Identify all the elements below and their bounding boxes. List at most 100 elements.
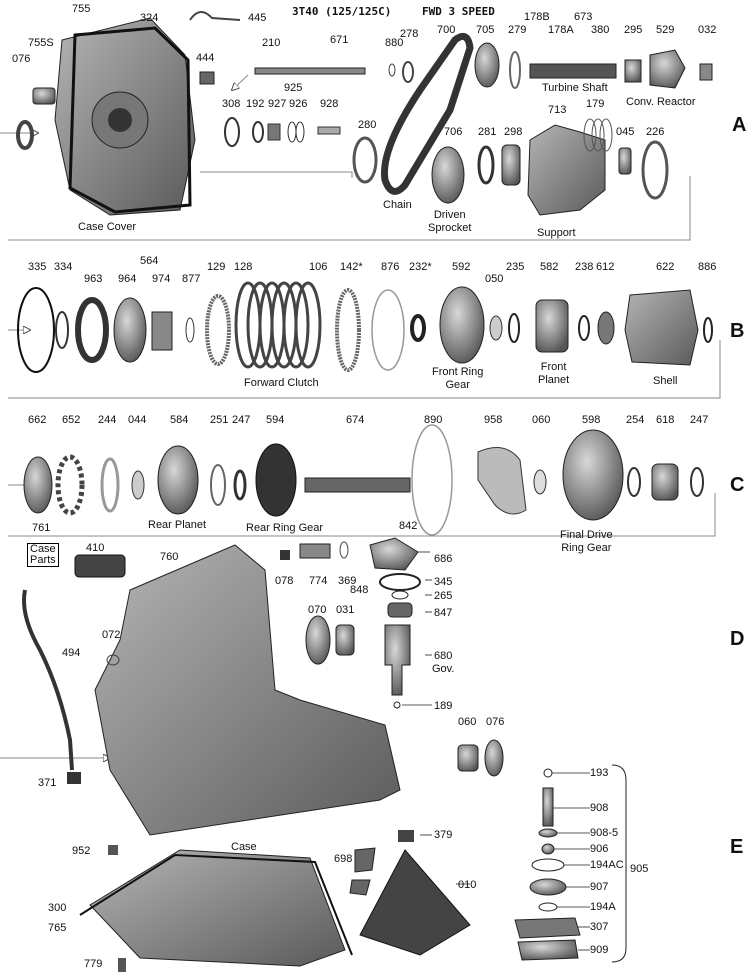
front-planet-shape bbox=[535, 299, 569, 353]
part-label: 612 bbox=[596, 261, 615, 273]
part-280-shape bbox=[352, 136, 378, 184]
section-label-e: E bbox=[730, 836, 744, 858]
part-142-shape bbox=[335, 288, 361, 372]
part-label: 494 bbox=[62, 647, 81, 659]
part-652-shape bbox=[55, 454, 85, 516]
part-label: 847 bbox=[434, 607, 453, 619]
part-189-shape bbox=[393, 701, 401, 709]
part-label: 265 bbox=[434, 590, 453, 602]
case-cover-part bbox=[54, 17, 196, 216]
part-369-shape bbox=[339, 541, 349, 559]
part-label: 925 bbox=[284, 82, 303, 94]
part-078-shape bbox=[280, 550, 290, 560]
support-shape bbox=[527, 124, 606, 216]
part-label: 761 bbox=[32, 522, 51, 534]
part-label: 379 bbox=[434, 829, 453, 841]
part-247b-shape bbox=[690, 467, 704, 497]
part-958-shape bbox=[477, 447, 527, 515]
part-label: 076 bbox=[486, 716, 505, 728]
caption-chain: Chain bbox=[383, 199, 412, 211]
caption-front-ring-gear: Front Ring Gear bbox=[432, 366, 484, 391]
caption-shell: Shell bbox=[653, 375, 678, 387]
oil-pan-300-shape bbox=[89, 849, 346, 967]
part-label: 380 bbox=[591, 24, 610, 36]
conv-reactor-shape bbox=[649, 49, 686, 89]
part-371-shape bbox=[67, 772, 81, 784]
part-335-shape bbox=[17, 287, 55, 373]
part-612-shape bbox=[597, 311, 615, 345]
part-label: 848 bbox=[350, 584, 369, 596]
part-050-shape bbox=[489, 315, 503, 341]
part-label: 774 bbox=[309, 575, 328, 587]
part-label: 444 bbox=[196, 52, 215, 64]
caption-case-cover: Case Cover bbox=[78, 221, 137, 233]
part-label: 662 bbox=[28, 414, 47, 426]
section-label-c: C bbox=[730, 474, 745, 496]
part-label: 192 bbox=[246, 98, 265, 110]
part-label: 334 bbox=[54, 261, 73, 273]
part-label: 890 bbox=[424, 414, 443, 426]
part-label: 618 bbox=[656, 414, 675, 426]
part-label: 755S bbox=[28, 37, 54, 49]
part-label: 700 bbox=[437, 24, 456, 36]
part-label: 045 bbox=[616, 126, 635, 138]
part-410-shape bbox=[74, 554, 126, 578]
part-label: 906 bbox=[590, 843, 609, 855]
dipstick-494-shape bbox=[22, 589, 74, 771]
part-label: 238 bbox=[575, 261, 594, 273]
part-876-shape bbox=[371, 289, 405, 371]
part-label: 280 bbox=[358, 119, 377, 131]
part-label: 582 bbox=[540, 261, 559, 273]
main-case-shape bbox=[94, 544, 401, 836]
leader-lines bbox=[402, 551, 590, 951]
part-334-shape bbox=[55, 311, 69, 349]
flow-lines bbox=[0, 74, 721, 758]
part-964-shape bbox=[113, 297, 147, 363]
part-032-shape bbox=[699, 63, 713, 81]
part-label: 281 bbox=[478, 126, 497, 138]
part-label: 877 bbox=[182, 273, 201, 285]
part-label: 673 bbox=[574, 11, 593, 23]
part-label: 713 bbox=[548, 104, 567, 116]
part-label: 598 bbox=[582, 414, 601, 426]
part-label: 779 bbox=[84, 958, 103, 970]
shell-shape bbox=[624, 289, 699, 366]
part-label: 445 bbox=[248, 12, 267, 24]
part-label: 880 bbox=[385, 37, 404, 49]
diagram-subtitle: FWD 3 SPEED bbox=[422, 5, 495, 18]
part-877-shape bbox=[185, 317, 195, 343]
part-label: 244 bbox=[98, 414, 117, 426]
part-label: 050 bbox=[485, 273, 504, 285]
part-label: 671 bbox=[330, 34, 349, 46]
part-label: 032 bbox=[698, 24, 717, 36]
part-445-shape bbox=[189, 11, 241, 21]
part-label: 308 bbox=[222, 98, 241, 110]
part-060a-shape bbox=[533, 469, 547, 495]
part-890-shape bbox=[411, 424, 453, 536]
caption-rear-planet: Rear Planet bbox=[148, 519, 207, 531]
part-label: 652 bbox=[62, 414, 81, 426]
part-235-shape bbox=[508, 313, 520, 343]
section-label-a: A bbox=[732, 114, 747, 136]
part-070-shape bbox=[305, 615, 331, 665]
caption-final-drive-ring-gear: Final Drive Ring Gear bbox=[560, 529, 613, 554]
part-label: 324 bbox=[140, 12, 159, 24]
part-label: 410 bbox=[86, 542, 105, 554]
caption-rear-ring-gear: Rear Ring Gear bbox=[246, 522, 324, 534]
part-label: 031 bbox=[336, 604, 355, 616]
filter-010-shape bbox=[359, 849, 471, 956]
bracket-905 bbox=[611, 764, 627, 963]
part-label: 128 bbox=[234, 261, 253, 273]
part-label: 178B bbox=[524, 11, 550, 23]
part-072-shape bbox=[106, 654, 120, 666]
part-265-shape bbox=[391, 590, 409, 600]
part-label: 194A bbox=[590, 901, 616, 913]
part-label: 254 bbox=[626, 414, 645, 426]
part-label: 964 bbox=[118, 273, 137, 285]
part-179-shape bbox=[583, 118, 613, 152]
caption-front-planet: Front Planet bbox=[538, 361, 570, 386]
part-label: 235 bbox=[506, 261, 525, 273]
driven-sprocket-shape bbox=[431, 146, 465, 204]
bolt-779-shape bbox=[118, 958, 126, 972]
